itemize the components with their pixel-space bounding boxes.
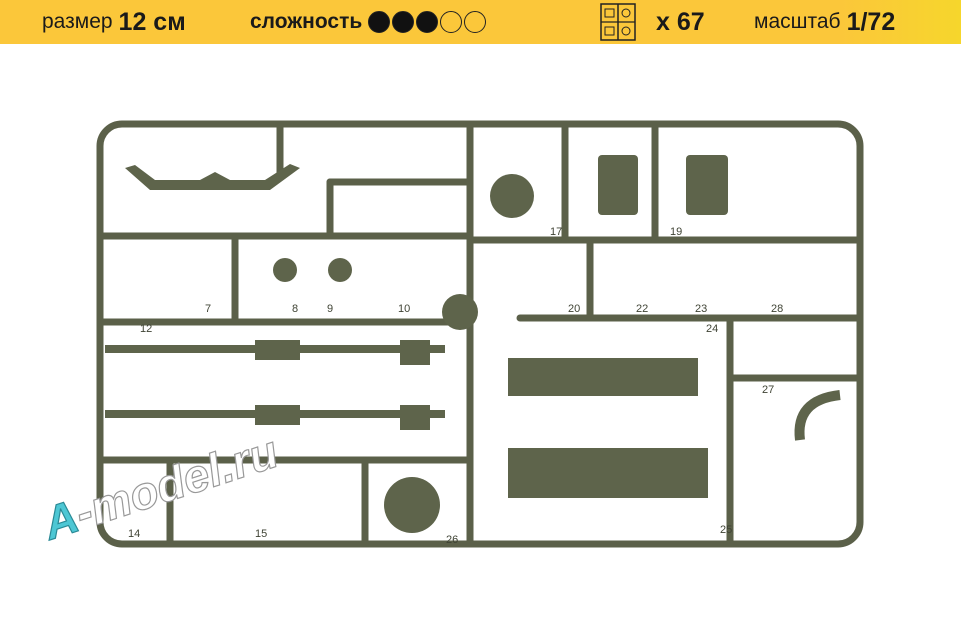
sprue-photo: 12 14 15 17 19 20 22 23 24 25 26 27 28 7 8 9 10 A-model.… [35,120,864,550]
part-number: 10 [398,303,410,315]
part-number: 25 [720,524,732,536]
part-number: 23 [695,303,707,315]
part-number: 8 [292,303,298,315]
size-label: размер [42,10,113,33]
difficulty-dot [464,11,487,33]
part-number: 19 [670,226,682,238]
difficulty-dot [416,11,439,33]
parts-count: x 67 [656,7,705,36]
part-number: 7 [205,303,211,315]
part-numbers: 12 14 15 17 19 20 22 23 24 25 26 27 28 7 8 9 10 [128,226,783,546]
header-highlight [841,0,961,44]
difficulty-dot [440,11,463,33]
size-info: размер 12 см [42,0,186,44]
info-header: размер 12 см сложность x 67 масштаб 1/72 [0,0,961,44]
size-value: 12 см [118,7,186,36]
part-number: 15 [255,528,267,540]
part-number: 14 [128,528,140,540]
part-number: 17 [550,226,562,238]
sprue-parts [105,155,841,533]
part-number: 9 [327,303,333,315]
watermark: A-model.ru [36,425,284,550]
part-number: 12 [140,323,152,335]
difficulty-dot [392,11,415,33]
difficulty-rating [368,11,487,33]
sprue-frame [96,120,864,548]
part-number: 20 [568,303,580,315]
part-number: 22 [636,303,648,315]
difficulty-label: сложность [250,10,363,33]
part-number: 26 [446,534,458,546]
difficulty-dot [368,11,391,33]
sprue-icon [600,3,636,41]
part-number: 27 [762,384,774,396]
scale-value: 1/72 [846,7,896,36]
part-number: 28 [771,303,783,315]
scale-info: масштаб 1/72 [754,0,895,44]
parts-info: x 67 [600,0,705,44]
difficulty-info: сложность [250,0,487,44]
part-number: 24 [706,323,718,335]
scale-label: масштаб [754,10,841,33]
